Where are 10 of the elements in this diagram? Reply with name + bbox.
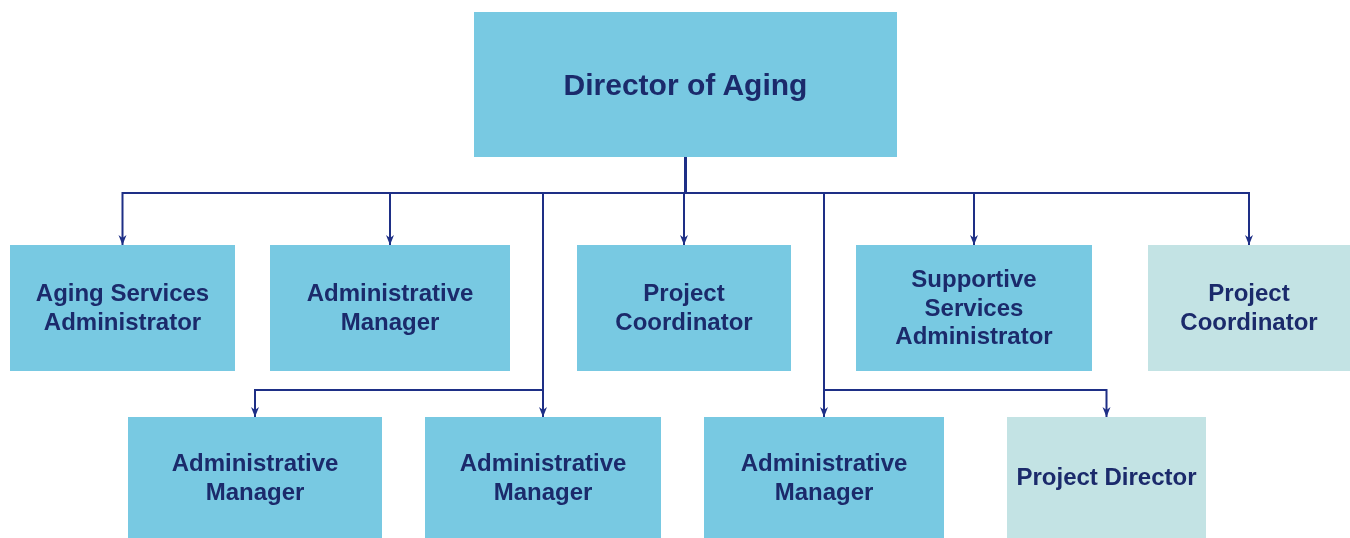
role-box: Administrative Manager — [704, 417, 944, 538]
role-box: Administrative Manager — [128, 417, 382, 538]
role-box: Director of Aging — [474, 12, 897, 157]
role-box: Supportive Services Administrator — [856, 245, 1092, 371]
role-box: Administrative Manager — [425, 417, 661, 538]
role-box: Project Coordinator — [577, 245, 791, 371]
role-box: Project Coordinator — [1148, 245, 1350, 371]
role-box: Aging Services Administrator — [10, 245, 235, 371]
role-box: Project Director — [1007, 417, 1206, 538]
role-box: Administrative Manager — [270, 245, 510, 371]
